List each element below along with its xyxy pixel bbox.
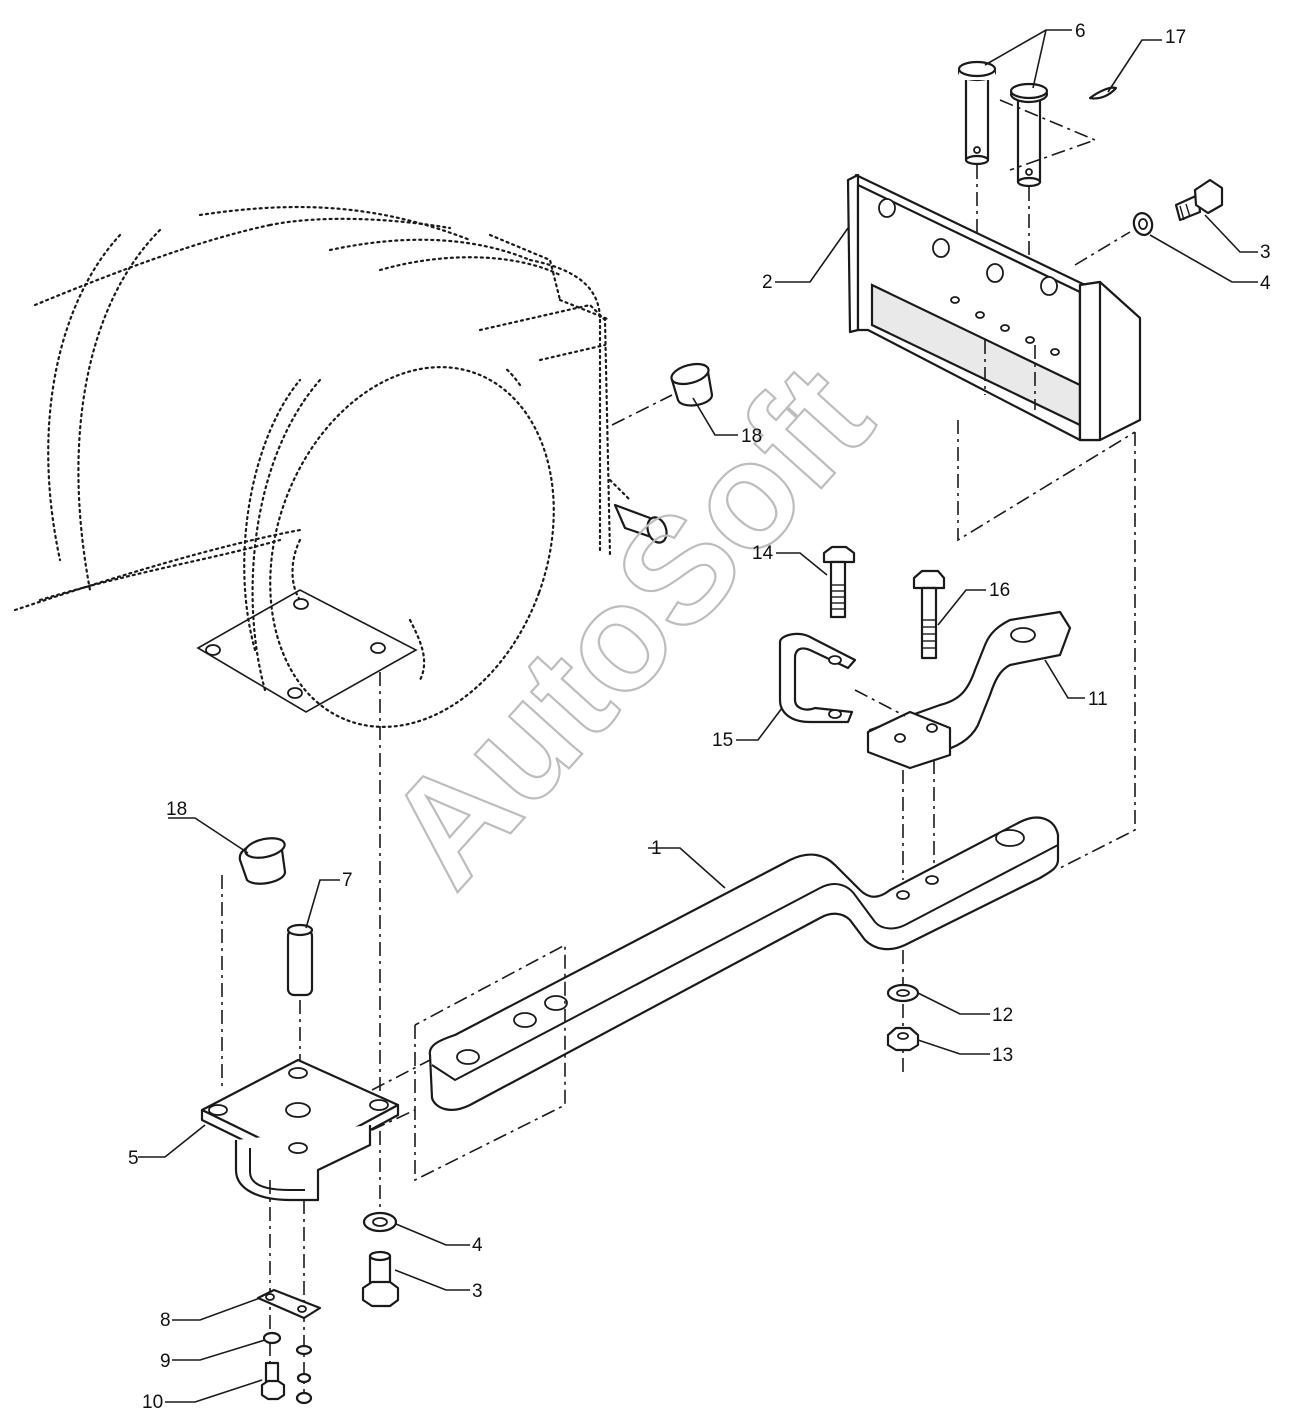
callout-1: 1 bbox=[651, 838, 662, 859]
drawbar-support-frame bbox=[846, 173, 1142, 442]
washer-upper bbox=[1132, 212, 1154, 236]
callout-11: 11 bbox=[1088, 689, 1108, 710]
tractor-housing-outline bbox=[13, 205, 632, 728]
bolt-14 bbox=[822, 545, 856, 619]
bolt-16 bbox=[912, 569, 946, 660]
callout-4-upper: 4 bbox=[1260, 273, 1271, 294]
callout-3-lower: 3 bbox=[472, 1281, 483, 1302]
callout-4-lower: 4 bbox=[472, 1235, 483, 1256]
callout-16: 16 bbox=[989, 580, 1010, 601]
frame-pin-left bbox=[957, 60, 997, 166]
callout-18-lower: 18 bbox=[166, 799, 187, 820]
callout-labels: 6 17 2 3 4 18 14 16 11 15 18 1 7 12 13 5… bbox=[128, 21, 1271, 1413]
plug-lower bbox=[238, 837, 287, 885]
u-bracket bbox=[778, 632, 857, 724]
lock-washer-12 bbox=[886, 983, 920, 1003]
callout-3-upper: 3 bbox=[1260, 242, 1271, 263]
callout-17: 17 bbox=[1165, 27, 1186, 48]
callout-18-upper: 18 bbox=[741, 426, 762, 447]
callout-leaders bbox=[138, 29, 1258, 1403]
callout-2: 2 bbox=[762, 272, 773, 293]
callout-8: 8 bbox=[160, 1310, 171, 1331]
frame-pin-right bbox=[1009, 82, 1049, 188]
callout-6: 6 bbox=[1075, 21, 1086, 42]
retaining-clip bbox=[1088, 86, 1118, 100]
plug-upper bbox=[670, 362, 714, 407]
callout-7: 7 bbox=[342, 870, 353, 891]
drawbar bbox=[428, 816, 1060, 1111]
housing-mounting-face bbox=[196, 589, 418, 713]
bolt-lower bbox=[361, 1250, 400, 1308]
callout-13: 13 bbox=[992, 1045, 1013, 1066]
washer-lower bbox=[362, 1211, 398, 1233]
callout-5: 5 bbox=[128, 1148, 139, 1169]
small-bolt bbox=[260, 1361, 313, 1405]
watermark-text: AutoSoft bbox=[354, 334, 902, 917]
mounting-bracket bbox=[200, 1058, 400, 1202]
offset-clevis-bar bbox=[866, 610, 1072, 770]
housing-stub-shaft bbox=[613, 503, 668, 544]
retaining-plate bbox=[256, 1288, 322, 1320]
callout-14: 14 bbox=[752, 543, 774, 564]
callout-10: 10 bbox=[142, 1392, 163, 1413]
callout-15: 15 bbox=[712, 730, 733, 751]
small-washer bbox=[262, 1331, 313, 1356]
nut-13 bbox=[886, 1026, 920, 1052]
callout-9: 9 bbox=[160, 1351, 171, 1372]
bolt-upper bbox=[1174, 178, 1224, 222]
callout-12: 12 bbox=[992, 1005, 1013, 1026]
dowel-pin bbox=[286, 923, 314, 997]
